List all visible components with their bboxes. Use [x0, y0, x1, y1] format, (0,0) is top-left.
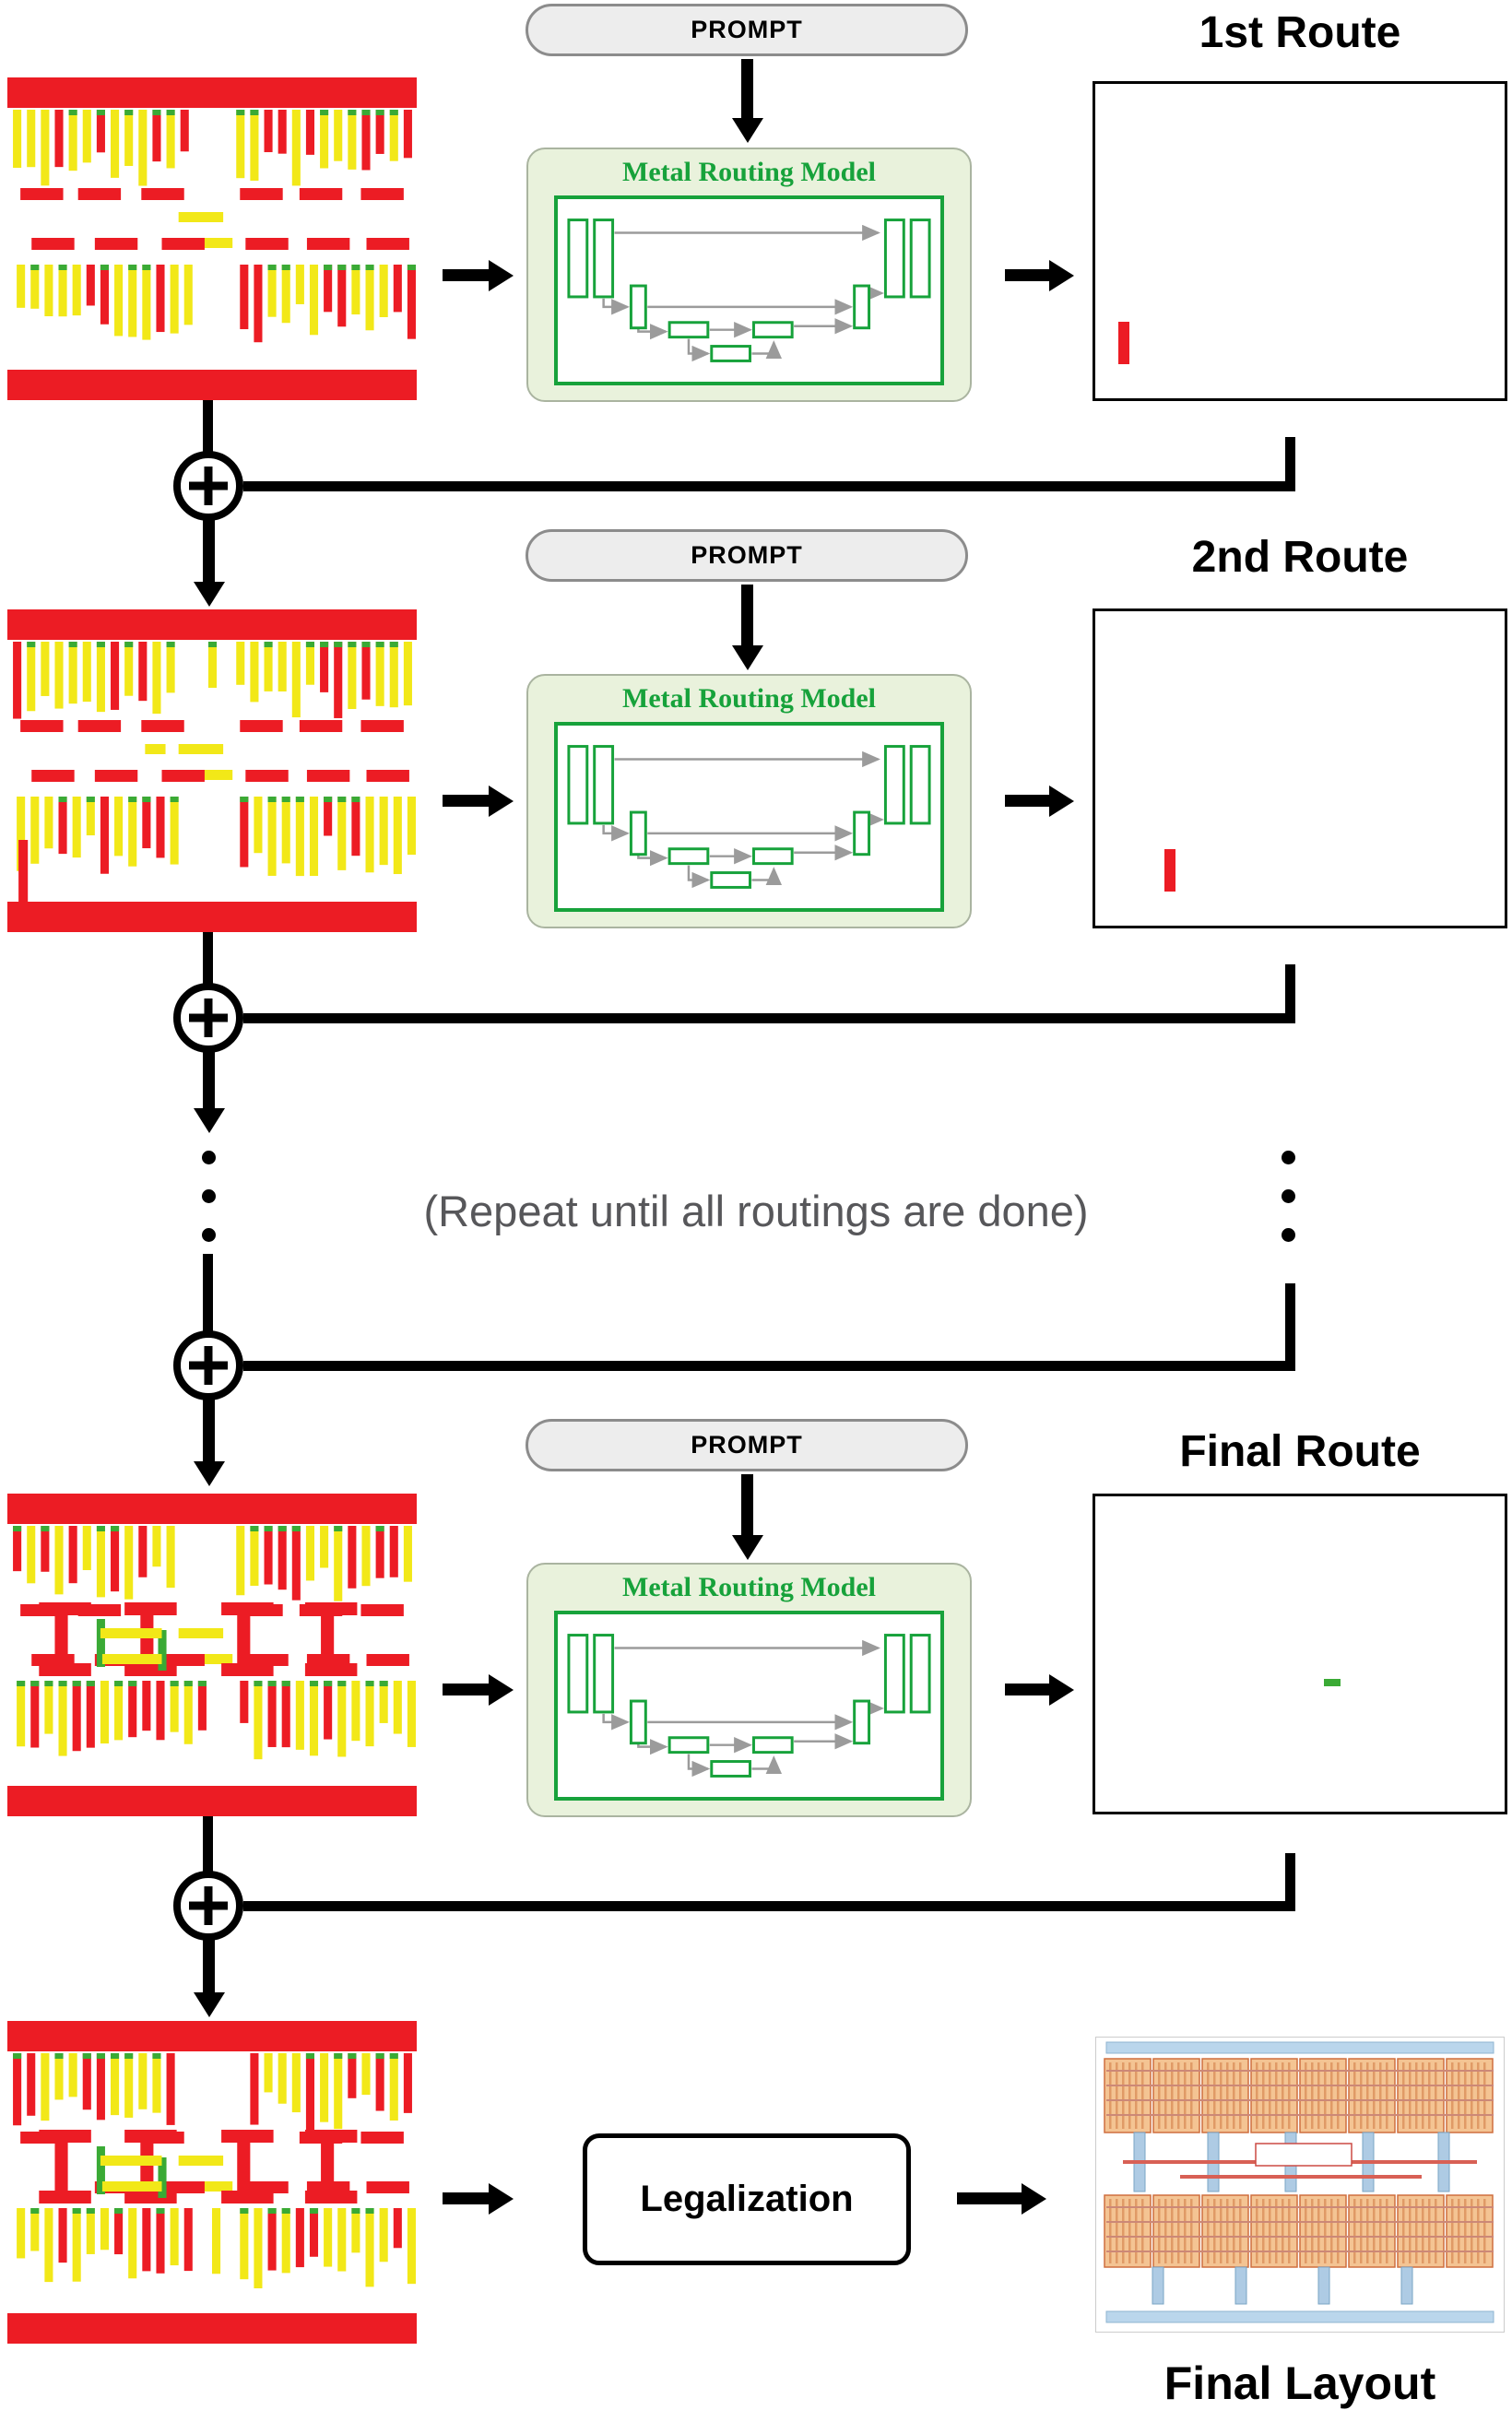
- dot: [202, 1151, 216, 1164]
- feedback-line-vertical: [203, 400, 213, 453]
- route-title-3: Final Route: [1179, 1427, 1421, 1476]
- arrow-down-icon: [741, 1474, 753, 1535]
- input-layout-3: [7, 1494, 417, 1816]
- arrow-right-icon: [1005, 795, 1049, 807]
- arrow-down-icon: [203, 1399, 215, 1461]
- arrow-down-icon: [203, 1051, 215, 1108]
- sum-node-icon: [173, 1330, 243, 1400]
- final-layout-title: Final Layout: [1164, 2357, 1436, 2409]
- arrow-right-icon: [1005, 1684, 1049, 1695]
- feedback-line-horizontal: [243, 481, 1295, 491]
- dot: [1282, 1189, 1295, 1203]
- route-box-2: [1093, 608, 1507, 928]
- route-title-1: 1st Route: [1199, 8, 1401, 57]
- arrow-down-icon: [203, 519, 215, 582]
- route-red-mark: [1118, 322, 1129, 364]
- ellipsis-right-icon: [1282, 1151, 1295, 1242]
- unet-diagram: [558, 199, 940, 382]
- arrow-right-icon: [443, 2192, 489, 2204]
- arrow-right-icon: [957, 2192, 1022, 2204]
- prompt-box-2: PROMPT: [526, 529, 968, 582]
- arrow-right-icon: [443, 795, 489, 807]
- route-box-1: [1093, 81, 1507, 401]
- input-layout-4: [7, 2021, 417, 2344]
- prompt-box-3: PROMPT: [526, 1419, 968, 1471]
- arrow-right-icon: [443, 1684, 489, 1695]
- model-title: Metal Routing Model: [622, 157, 876, 187]
- model-box-1: Metal Routing Model: [526, 148, 972, 402]
- feedback-line-stub: [1285, 964, 1295, 1022]
- final-layout-image: [1095, 2037, 1505, 2333]
- route-box-3: [1093, 1494, 1507, 1814]
- arrow-right-icon: [443, 269, 489, 281]
- unet-diagram: [558, 1614, 940, 1797]
- dot: [202, 1228, 216, 1242]
- arrow-down-icon: [741, 59, 753, 118]
- feedback-line-vertical: [203, 1254, 213, 1332]
- route-title-2: 2nd Route: [1191, 533, 1409, 582]
- sum-node-icon: [173, 451, 243, 521]
- feedback-line-horizontal: [243, 1013, 1295, 1023]
- prompt-label: PROMPT: [691, 1431, 803, 1459]
- legalization-label: Legalization: [640, 2179, 854, 2219]
- model-title: Metal Routing Model: [622, 683, 876, 714]
- sum-node-icon: [173, 1871, 243, 1941]
- route-red-mark: [1164, 849, 1175, 892]
- arrow-down-icon: [203, 1939, 215, 1992]
- legalization-box: Legalization: [583, 2133, 911, 2265]
- feedback-line-stub: [1285, 1283, 1295, 1370]
- input-layout-1: [7, 77, 417, 400]
- arrow-down-icon: [741, 585, 753, 645]
- dot: [202, 1189, 216, 1203]
- unet-frame: [554, 1611, 944, 1801]
- dot: [1282, 1151, 1295, 1164]
- unet-diagram: [558, 726, 940, 908]
- prompt-label: PROMPT: [691, 541, 803, 569]
- input-layout-2: [7, 609, 417, 932]
- feedback-line-stub: [1285, 1853, 1295, 1910]
- unet-frame: [554, 195, 944, 385]
- feedback-line-vertical: [203, 1816, 213, 1873]
- feedback-line-horizontal: [243, 1361, 1295, 1371]
- sum-node-icon: [173, 983, 243, 1053]
- feedback-line-stub: [1285, 437, 1295, 490]
- unet-frame: [554, 722, 944, 912]
- model-box-3: Metal Routing Model: [526, 1563, 972, 1817]
- model-title: Metal Routing Model: [622, 1572, 876, 1602]
- route-green-mark: [1324, 1679, 1341, 1686]
- model-box-2: Metal Routing Model: [526, 674, 972, 928]
- feedback-line-horizontal: [243, 1901, 1295, 1911]
- dot: [1282, 1228, 1295, 1242]
- feedback-line-vertical: [203, 932, 213, 985]
- prompt-label: PROMPT: [691, 16, 803, 43]
- repeat-note: (Repeat until all routings are done): [423, 1187, 1089, 1235]
- arrow-right-icon: [1005, 269, 1049, 281]
- ellipsis-left-icon: [202, 1151, 216, 1242]
- prompt-box-1: PROMPT: [526, 4, 968, 56]
